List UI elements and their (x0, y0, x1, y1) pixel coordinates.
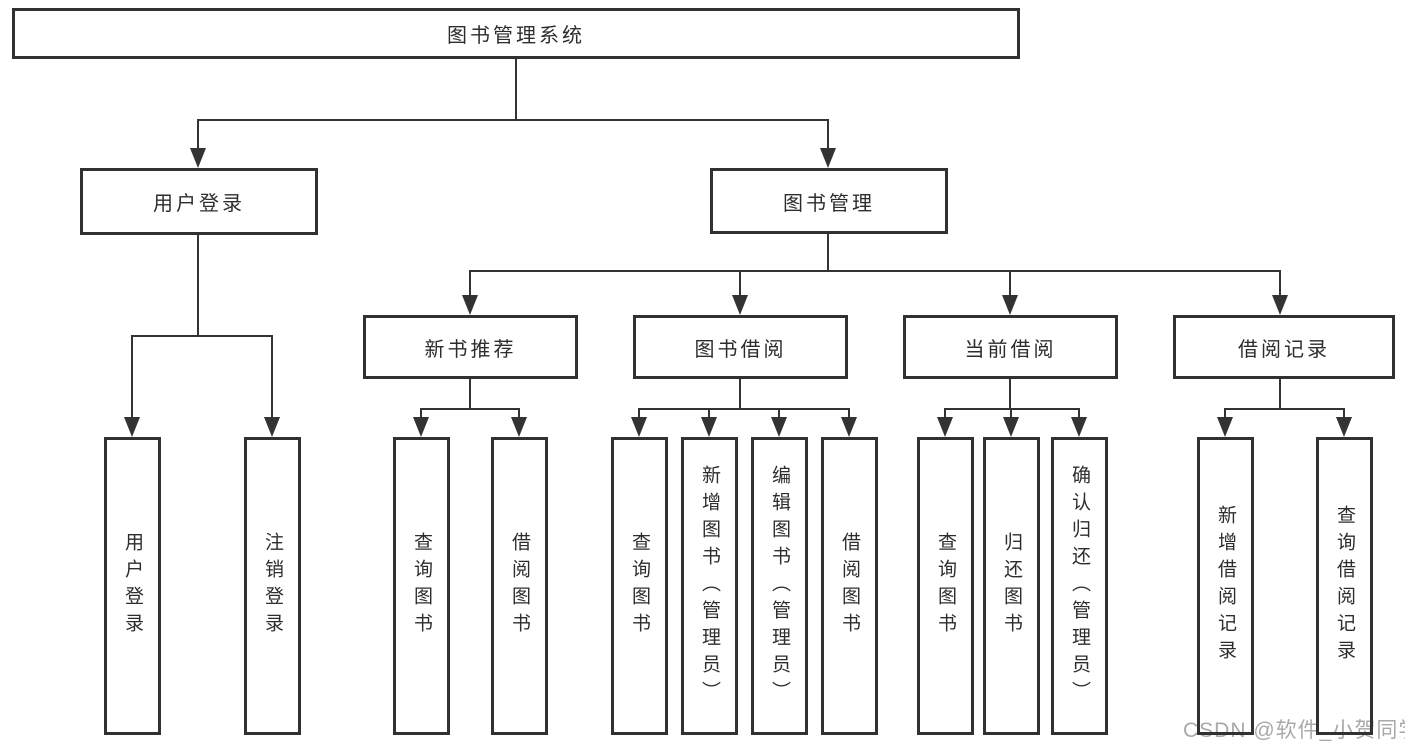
connector-line (1010, 408, 1012, 420)
leaf-label: 归还图书 (1001, 532, 1022, 640)
leaf-return-books: 归还图书 (983, 437, 1040, 735)
connector-line (944, 408, 1080, 410)
connector-arrowhead (631, 417, 647, 437)
connector-line (271, 335, 273, 419)
leaf-label: 编辑图书（管理员） (769, 464, 790, 708)
leaf-label: 查询图书 (935, 532, 956, 640)
leaf-label: 用户登录 (122, 532, 143, 640)
node-user-login: 用户登录 (80, 168, 318, 235)
node-label: 用户登录 (153, 193, 245, 215)
connector-line (515, 59, 517, 120)
connector-line (848, 408, 850, 420)
leaf-query-books-recommend: 查询图书 (393, 437, 450, 735)
node-current-borrowing: 当前借阅 (903, 315, 1118, 379)
connector-line (638, 408, 850, 410)
leaf-label: 借阅图书 (509, 532, 530, 640)
node-borrowing-records: 借阅记录 (1173, 315, 1395, 379)
node-book-borrowing: 图书借阅 (633, 315, 848, 379)
connector-line (469, 270, 471, 297)
node-book-management: 图书管理 (710, 168, 948, 234)
leaf-user-login: 用户登录 (104, 437, 161, 735)
leaf-label: 注销登录 (262, 532, 283, 640)
connector-line (944, 408, 946, 420)
connector-line (827, 119, 829, 150)
connector-arrowhead (264, 417, 280, 437)
connector-line (469, 379, 471, 410)
connector-arrowhead (190, 148, 206, 168)
connector-line (197, 234, 199, 335)
connector-arrowhead (701, 417, 717, 437)
connector-line (708, 408, 710, 420)
leaf-label: 新增图书（管理员） (699, 464, 720, 708)
connector-arrowhead (124, 417, 140, 437)
connector-line (469, 270, 1281, 272)
connector-arrowhead (820, 148, 836, 168)
connector-arrowhead (1336, 417, 1352, 437)
leaf-logout: 注销登录 (244, 437, 301, 735)
connector-arrowhead (841, 417, 857, 437)
leaf-label: 新增借阅记录 (1215, 505, 1236, 667)
connector-line (1009, 270, 1011, 297)
node-label: 新书推荐 (424, 338, 517, 361)
connector-arrowhead (1071, 417, 1087, 437)
connector-arrowhead (1217, 417, 1233, 437)
node-label: 借阅记录 (1238, 338, 1330, 361)
connector-line (1224, 408, 1345, 410)
node-label: 当前借阅 (964, 338, 1057, 361)
connector-line (131, 335, 273, 337)
connector-line (518, 408, 520, 420)
connector-line (827, 234, 829, 272)
connector-arrowhead (511, 417, 527, 437)
connector-arrowhead (1003, 417, 1019, 437)
connector-line (1343, 408, 1345, 420)
connector-arrowhead (771, 417, 787, 437)
connector-line (1279, 270, 1281, 297)
csdn-watermark: CSDN @软件_小贺同学 (1183, 719, 1405, 742)
node-label: 图书管理系统 (447, 25, 585, 47)
connector-arrowhead (937, 417, 953, 437)
leaf-query-books-borrowing: 查询图书 (611, 437, 668, 735)
connector-arrowhead (1002, 295, 1018, 315)
leaf-add-borrow-record: 新增借阅记录 (1197, 437, 1254, 735)
connector-line (739, 270, 741, 297)
connector-arrowhead (462, 295, 478, 315)
connector-line (1224, 408, 1226, 420)
connector-arrowhead (1272, 295, 1288, 315)
leaf-query-books-current: 查询图书 (917, 437, 974, 735)
node-label: 图书借阅 (694, 338, 787, 361)
leaf-label: 查询借阅记录 (1334, 505, 1355, 667)
node-new-book-recommend: 新书推荐 (363, 315, 578, 379)
connector-line (420, 408, 422, 420)
leaf-query-borrow-record: 查询借阅记录 (1316, 437, 1373, 735)
connector-line (1009, 379, 1011, 410)
leaf-confirm-return-admin: 确认归还（管理员） (1051, 437, 1108, 735)
connector-line (739, 379, 741, 410)
node-label: 图书管理 (783, 192, 875, 215)
leaf-add-books-admin: 新增图书（管理员） (681, 437, 738, 735)
leaf-borrow-books-recommend: 借阅图书 (491, 437, 548, 735)
leaf-label: 借阅图书 (839, 532, 860, 640)
connector-line (1078, 408, 1080, 420)
leaf-borrow-books-borrowing: 借阅图书 (821, 437, 878, 735)
connector-arrowhead (413, 417, 429, 437)
leaf-label: 确认归还（管理员） (1069, 464, 1090, 708)
connector-line (197, 119, 199, 150)
leaf-label: 查询图书 (411, 532, 432, 640)
connector-line (1279, 379, 1281, 410)
connector-arrowhead (732, 295, 748, 315)
connector-line (638, 408, 640, 420)
connector-line (197, 119, 829, 121)
leaf-label: 查询图书 (629, 532, 650, 640)
connector-line (778, 408, 780, 420)
connector-line (131, 335, 133, 419)
connector-line (420, 408, 520, 410)
node-root-library-system: 图书管理系统 (12, 8, 1020, 59)
leaf-edit-books-admin: 编辑图书（管理员） (751, 437, 808, 735)
